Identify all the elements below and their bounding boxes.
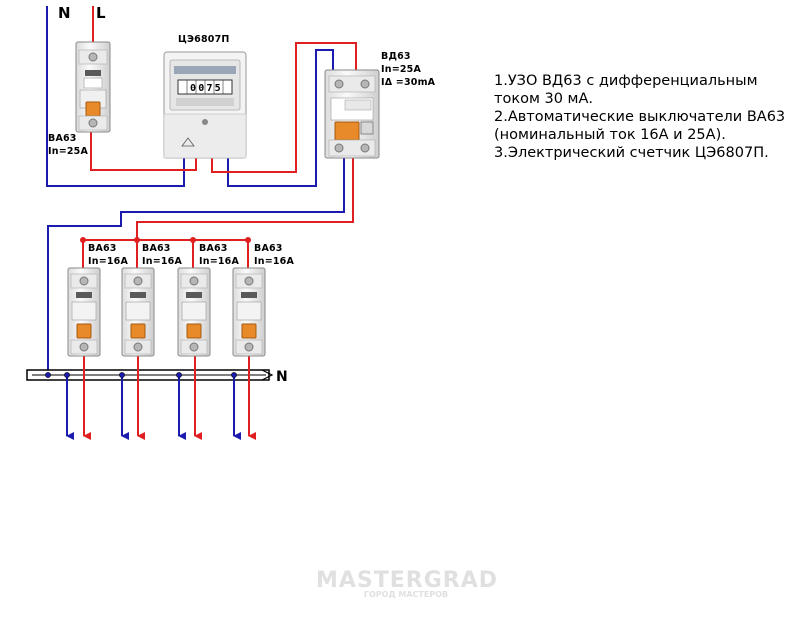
meter-to-rcd-neutral-wire (227, 49, 334, 187)
watermark-title: MASTERGRAD (316, 568, 499, 593)
rcd-rating-label: In=25A (381, 64, 422, 75)
line-terminal-label: L (96, 4, 106, 22)
meter-digit-cells (186, 80, 224, 94)
meter-display-reading: 0075 (190, 83, 223, 94)
legend: 1.УЗО ВД63 с дифференциальным током 30 м… (494, 72, 794, 162)
group-breaker-4-model: ВА63 (254, 243, 283, 254)
neutral-input-wire (46, 6, 185, 187)
electric-meter: 0075 (163, 51, 247, 159)
neutral-terminal-label: N (58, 4, 71, 22)
rcd-leak-label: IΔ =30mA (381, 77, 436, 88)
output-circuits (66, 352, 256, 440)
group-breaker-2-model: ВА63 (142, 243, 171, 254)
legend-item-meter: 3.Электрический счетчик ЦЭ6807П. (494, 145, 769, 161)
neutral-bus-bar (26, 369, 274, 381)
group-breaker-2 (121, 267, 155, 357)
legend-item-rcd: 1.УЗО ВД63 с дифференциальным током 30 м… (494, 73, 758, 107)
group-breaker-3 (177, 267, 211, 357)
meter-model-label: ЦЭ6807П (178, 34, 230, 45)
rcd-model-label: ВД63 (381, 51, 411, 62)
comb-bus-junctions (80, 237, 251, 243)
bus-neutral-label: N (276, 369, 288, 385)
meter-to-rcd-phase-wire (211, 42, 357, 173)
watermark-subtitle: ГОРОД МАСТЕРОВ (363, 590, 449, 599)
main-breaker-rating: In=25A (48, 146, 89, 157)
phase-wires (82, 6, 357, 270)
group-breaker-1 (67, 267, 101, 357)
main-breaker (75, 41, 111, 133)
rcd-to-bus-neutral-wire (47, 158, 345, 374)
rcd-to-group-phase-wire (136, 158, 354, 240)
group-breaker-2-rating: In=16A (142, 256, 183, 267)
rcd-device (324, 69, 380, 159)
bus-connection-dots (45, 372, 237, 378)
main-breaker-model: ВА63 (48, 133, 77, 144)
group-breaker-4-rating: In=16A (254, 256, 295, 267)
legend-item-breakers: 2.Автоматические выключатели ВА63 (номин… (494, 109, 786, 143)
group-breaker-3-model: ВА63 (199, 243, 228, 254)
group-breaker-1-model: ВА63 (88, 243, 117, 254)
breaker-to-meter-phase-wire (90, 132, 197, 171)
group-breaker-1-rating: In=16A (88, 256, 129, 267)
group-breaker-4 (232, 267, 266, 357)
group-breaker-3-rating: In=16A (199, 256, 240, 267)
watermark: MASTERGRAD ГОРОД МАСТЕРОВ (316, 568, 499, 599)
neutral-wires (46, 6, 345, 374)
